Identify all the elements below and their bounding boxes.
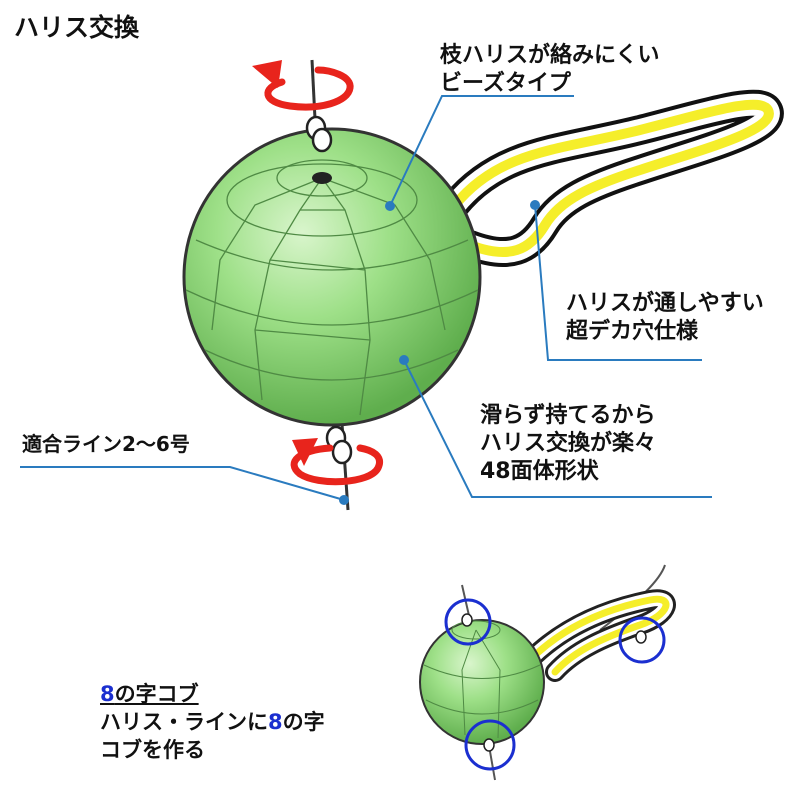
callout-beads-line2: ビーズタイプ	[440, 71, 571, 96]
callout-hole: ハリスが通しやすい 超デカ穴仕様	[566, 290, 764, 346]
callout-grip: 滑らず持てるから ハリス交換が楽々 48面体形状	[480, 402, 656, 486]
main-bead-illustration	[182, 59, 784, 511]
leader-lines	[20, 95, 712, 501]
callout-grip-line1: 滑らず持てるから	[480, 403, 656, 428]
note-heading-number: 8	[100, 682, 115, 706]
callout-hole-line1: ハリスが通しやすい	[566, 291, 764, 316]
callout-grip-line3: 48面体形状	[480, 459, 599, 484]
bead-facets	[185, 159, 479, 416]
leader-line-range	[20, 466, 345, 501]
callout-beads-line1: 枝ハリスが絡みにくい	[440, 43, 660, 68]
rotate-arrow-top-icon	[252, 60, 354, 111]
small-bead-illustration	[419, 564, 676, 781]
callout-line-range: 適合ライン2～6号	[22, 432, 190, 456]
callout-grip-line2: ハリス交換が楽々	[480, 431, 657, 456]
dot-hole	[530, 200, 540, 210]
knot-highlight-bottom-icon	[464, 719, 516, 771]
note-body1-b: の字	[282, 710, 325, 734]
knot-highlight-loop-icon	[618, 616, 666, 664]
dot-beads	[385, 201, 395, 211]
note-body-line1: ハリス・ラインに8の字	[100, 708, 325, 736]
leader-hole	[534, 204, 702, 361]
note-body-line2: コブを作る	[100, 738, 205, 762]
note-heading-text: の字コブ	[114, 682, 199, 706]
figure-eight-note: 8の字コブ ハリス・ラインに8の字 コブを作る	[100, 680, 325, 764]
yellow-loop	[440, 89, 784, 268]
note-body1-a: ハリス・ラインに	[100, 710, 268, 734]
rotate-arrow-bottom-icon	[290, 438, 383, 486]
callout-hole-line2: 超デカ穴仕様	[566, 319, 699, 344]
knot-highlight-top-icon	[444, 598, 492, 646]
callout-beads: 枝ハリスが絡みにくい ビーズタイプ	[440, 42, 660, 98]
note-body1-number: 8	[268, 710, 283, 734]
dot-line-range	[339, 495, 349, 505]
leader-beads	[389, 95, 574, 207]
top-knot-icon	[305, 115, 333, 153]
dot-grip	[399, 355, 409, 365]
leader-grip	[403, 359, 712, 498]
bead-sphere	[182, 127, 482, 427]
note-heading: 8の字コブ	[100, 680, 325, 708]
bottom-knot-icon	[325, 425, 353, 465]
small-bead-sphere	[419, 619, 545, 745]
page-title: ハリス交換	[14, 13, 140, 42]
